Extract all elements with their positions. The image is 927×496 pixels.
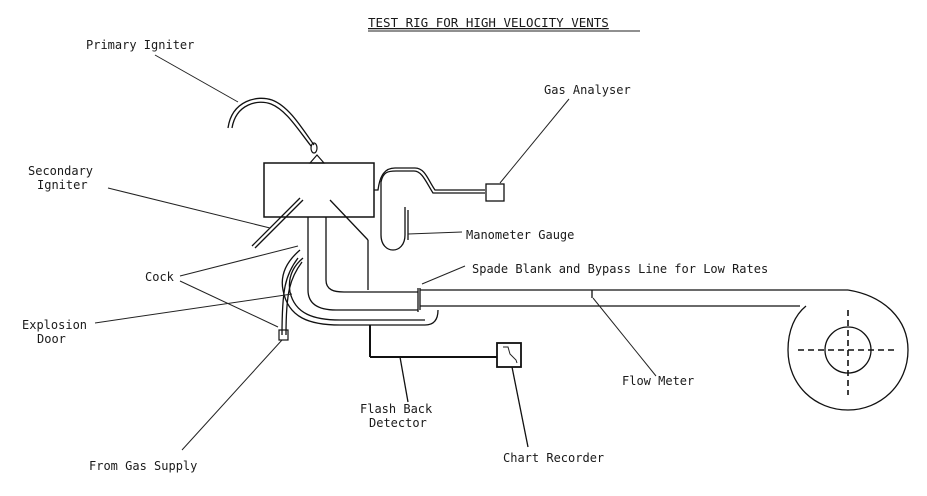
leader-chart-recorder — [511, 366, 529, 448]
chart-recorder — [496, 342, 522, 368]
label-flash-back-2: Detector — [369, 416, 427, 430]
label-gas-analyser: Gas Analyser — [544, 83, 631, 97]
label-secondary-igniter-2: Igniter — [37, 178, 88, 192]
label-cock: Cock — [145, 270, 175, 284]
label-secondary-igniter-1: Secondary — [28, 164, 93, 178]
extraction-fan — [787, 289, 909, 411]
leader-cock-lower — [179, 280, 279, 328]
gas-supply-line — [278, 257, 303, 341]
gas-analyser — [485, 183, 505, 202]
main-duct — [307, 217, 419, 312]
leader-spade-blank — [421, 265, 466, 285]
label-explosion-door-2: Door — [37, 332, 66, 346]
test-vessel — [263, 162, 375, 218]
primary-igniter — [227, 97, 318, 154]
leader-explosion-door — [94, 293, 293, 324]
leader-secondary-igniter — [107, 187, 271, 229]
flow-duct — [420, 289, 848, 307]
leader-primary-igniter — [154, 54, 239, 103]
leader-flash-back — [399, 356, 409, 403]
leader-manometer — [407, 231, 463, 235]
flash-back-wire — [369, 325, 497, 358]
diagram-title: TEST RIG FOR HIGH VELOCITY VENTS — [368, 15, 609, 30]
gas-analyser-line — [374, 167, 485, 251]
leader-gas-supply — [181, 339, 283, 451]
leader-flow-meter — [592, 297, 657, 377]
leader-cock-upper — [179, 245, 299, 277]
label-flow-meter: Flow Meter — [622, 374, 694, 388]
label-explosion-door-1: Explosion — [22, 318, 87, 332]
internal-rod — [329, 199, 369, 290]
leader-gas-analyser — [499, 98, 570, 184]
label-primary-igniter: Primary Igniter — [86, 38, 194, 52]
label-flash-back-1: Flash Back — [360, 402, 433, 416]
vessel-top-vent — [308, 154, 326, 164]
label-manometer-gauge: Manometer Gauge — [466, 228, 574, 242]
bypass-line — [281, 249, 439, 326]
secondary-igniter-rod — [251, 197, 304, 249]
label-from-gas-supply: From Gas Supply — [89, 459, 197, 473]
label-spade-blank: Spade Blank and Bypass Line for Low Rate… — [472, 262, 768, 276]
label-chart-recorder: Chart Recorder — [503, 451, 604, 465]
